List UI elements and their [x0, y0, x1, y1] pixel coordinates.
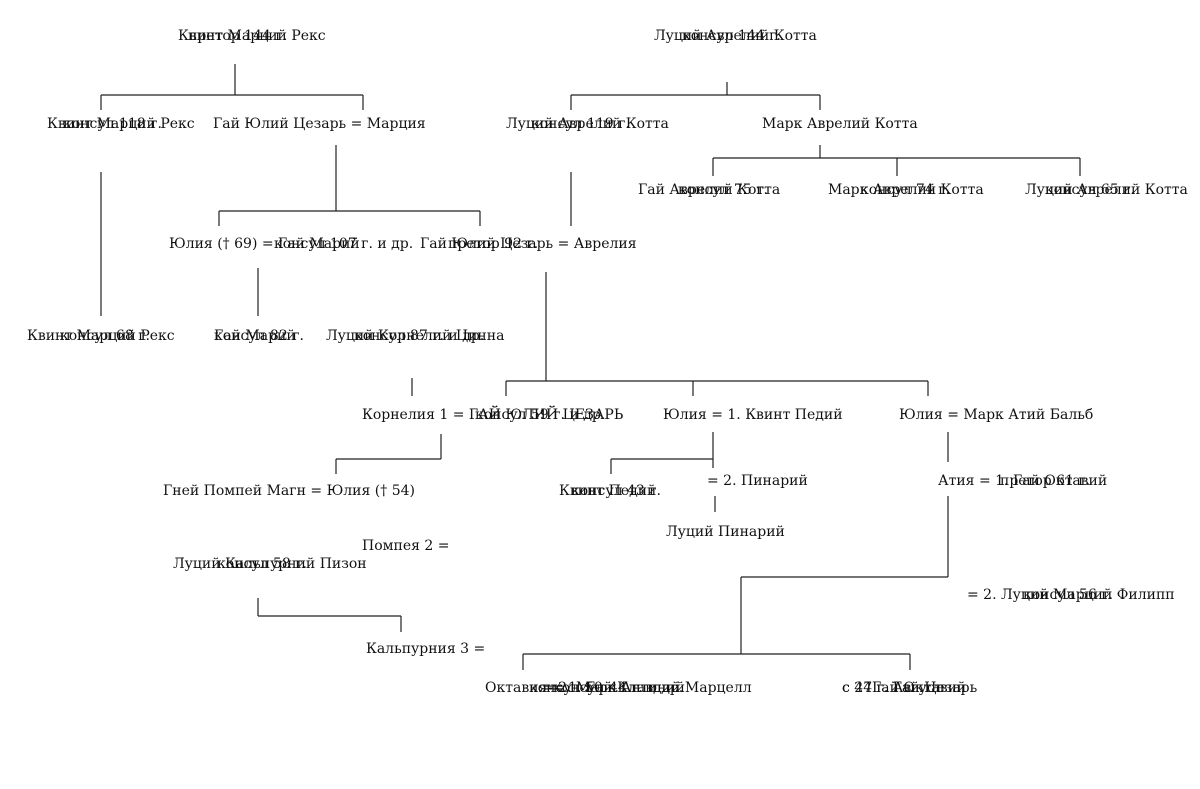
name-line: Гай Юлий Цезарь = Аврелия [420, 236, 637, 252]
name-line: Кальпурния 3 = [366, 641, 486, 657]
title-line: консул 87 г. и др. [354, 328, 485, 344]
name-line: Квинт Марций Рекс [47, 116, 195, 132]
title-line: консул 75 г. [678, 182, 768, 198]
name-line: Атия = 1. Гай Октавий [938, 473, 1108, 489]
name-line: Квинт Педий [559, 483, 657, 499]
name-line: = 2. Луций Марций Филипп [967, 587, 1175, 603]
name-line: Гней Помпей Магн = Юлия († 54) [163, 483, 415, 499]
title-line: консул 82 г. [214, 328, 304, 344]
title-line: = 2. Марк Антоний [542, 680, 685, 696]
title-line: консул 144 г. [682, 28, 781, 44]
name-line: Помпея 2 = [362, 538, 450, 554]
name-line: Луций Аврелий Котта [654, 28, 817, 44]
name-line: Гай Юлий Цезарь = Марция [213, 116, 426, 132]
name-line: Гай Марий [214, 328, 296, 344]
title-line: консул 43 г. [571, 483, 661, 499]
name-line: Марк Аврелий Котта [828, 182, 984, 198]
title-line: консул 50 г. [529, 680, 619, 696]
name-line: Корнелия 1 = ГАЙ ЮЛИЙ ЦЕЗАРЬ [362, 407, 624, 423]
title-line: консул 118 г. [63, 116, 162, 132]
name-line: Луций Пинарий [666, 524, 785, 540]
title-line: консул 68 г. [60, 328, 150, 344]
name-line: Юлия = Марк Атий Бальб [899, 407, 1094, 423]
title-line: претор 144 г. [188, 28, 288, 44]
title-line: консул 107 г. и др. [274, 236, 414, 252]
name-line: Гай Аврелий Котта [638, 182, 781, 198]
title-line: консул 56 г. [1023, 587, 1113, 603]
name-line: Юлия († 69) = Гай Марий [169, 236, 360, 252]
title-line: претор 61 г. [1000, 473, 1091, 489]
name-line: = 2. Пинарий [707, 473, 808, 489]
title-line: претор 92 г. [448, 236, 539, 252]
title-line: консул 58 г. [217, 556, 307, 572]
title-line: с 27 г. Август [842, 680, 943, 696]
title-line: консул 65 г. [1045, 182, 1135, 198]
title-line: консул 59 г. и др. [475, 407, 606, 423]
name-line: Луций Корнелий Цинна [326, 328, 505, 344]
name-line: Луций Аврелий Котта [506, 116, 669, 132]
name-line: Гай Октавий [872, 680, 967, 696]
title-line: консул 44 г. и др. [553, 680, 684, 696]
name-line: Квинт Марций Рекс [178, 28, 326, 44]
title-line: консул 119 г. [531, 116, 630, 132]
name-line: Марк Аврелий Котта [762, 116, 918, 132]
title-line: с 44 г. Гай Цезарь [842, 680, 978, 696]
name-line: Юлия = 1. Квинт Педий [663, 407, 843, 423]
name-line: Квинт Марций Рекс [27, 328, 175, 344]
name-line: Луций Кальпурний Пизон [173, 556, 367, 572]
name-line: Луций Аврелий Котта [1025, 182, 1188, 198]
title-line: консул 74 г. [860, 182, 950, 198]
name-line: Октавия = 1. Гай Клавдий Марцелл [485, 680, 752, 696]
